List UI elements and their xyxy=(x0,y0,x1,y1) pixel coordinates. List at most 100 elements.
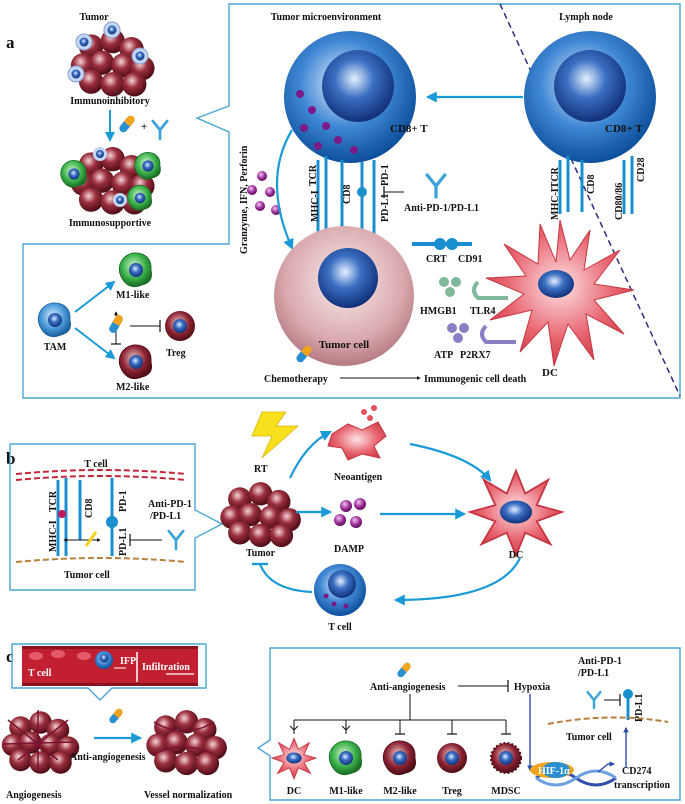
cd8-t-cell-right xyxy=(524,31,656,163)
mhc-label-left: MHC-I xyxy=(310,190,321,222)
treg-label-a: Treg xyxy=(166,348,186,359)
b-t-cell-label2: T cell xyxy=(328,622,352,633)
dendritic-cell-a xyxy=(485,219,635,367)
tumor-cell-membrane xyxy=(15,557,187,563)
cd8-t-label-right: CD8+ T xyxy=(605,123,643,135)
pd1-pdl1-junction xyxy=(357,187,367,197)
b-tumor-cell-label: Tumor cell xyxy=(64,570,110,581)
arrow-dc-tcell xyxy=(393,557,521,606)
c-right-pill-icon xyxy=(395,661,413,679)
cd80-label: CD80/86 xyxy=(614,183,625,220)
m1-like-cell xyxy=(118,252,153,288)
tumor-cluster-immunoinhibitory xyxy=(67,21,155,97)
c-anti-angio-label: Anti-angiogenesis xyxy=(70,752,146,763)
c-cell-labels: DC M1-like M2-like Treg MDSC xyxy=(287,786,521,797)
b-anti-pd1-label-1: Anti-PD-1 xyxy=(148,499,192,510)
panel-b-letter: b xyxy=(6,449,15,468)
hypoxia-label: Hypoxia xyxy=(514,682,550,693)
cd8-t-cell-left xyxy=(284,31,416,163)
cd274-label-1: CD274 xyxy=(622,766,651,777)
cd8-label-left: CD8 xyxy=(342,185,353,204)
tumor-cluster-immunosupportive xyxy=(60,146,161,215)
c-mdsc-cell xyxy=(490,742,522,774)
panel-c-letter: c xyxy=(6,647,14,666)
c-cell-label: M2-like xyxy=(383,786,417,797)
antibody-icon xyxy=(151,119,169,141)
panel-b: b T cell Tumor cell TCR CD8 MHC-I PD-1 P… xyxy=(6,405,564,633)
b-tcr-label: TCR xyxy=(48,490,59,512)
tam-cell xyxy=(37,302,72,338)
tcr-label-left: TCR xyxy=(308,164,319,186)
c-cell-label: M1-like xyxy=(329,786,363,797)
vessel-inset-frame xyxy=(11,643,207,701)
dc-label-a: DC xyxy=(542,367,558,379)
damp-label: DAMP xyxy=(334,544,364,555)
panel-b-inset-frame xyxy=(9,443,224,591)
cd8-t-label-left: CD8+ T xyxy=(390,123,428,135)
atp-p2rx7-link xyxy=(447,323,516,344)
receptors-right xyxy=(558,156,634,214)
immunosupportive-label: Immunosupportive xyxy=(69,218,152,229)
panel-a: a Tumor Immunoinhibitory + Immunosupport… xyxy=(6,3,681,399)
c-anti-angio-label2: Anti-angiogenesis xyxy=(370,682,446,693)
b-t-cell-label: T cell xyxy=(84,459,108,470)
anti-pd1-antibody-icon xyxy=(425,173,447,199)
c-tumor-cell-label: Tumor cell xyxy=(566,732,612,743)
cd28-label: CD28 xyxy=(636,158,647,182)
immunoinhibitory-label: Immunoinhibitory xyxy=(70,96,149,107)
b-dc-label: DC xyxy=(509,550,523,561)
b-anti-pd1-label-2: /PD-L1 xyxy=(149,511,181,522)
arrow-granzyme-to-tumor xyxy=(275,129,294,251)
treg-cell-a xyxy=(165,311,195,341)
b-mhc-label: MHC-I xyxy=(48,520,59,552)
tme-title: Tumor microenvironment xyxy=(271,12,382,23)
arrow-neoantigen-dc xyxy=(409,442,492,482)
c-cell-label: Treg xyxy=(442,786,462,797)
c-pdl1-label: PD-L1 xyxy=(634,694,645,722)
c-antibody-icon xyxy=(586,690,602,710)
neoantigen-label: Neoantigen xyxy=(334,472,383,483)
tam-pill-icon xyxy=(107,313,125,335)
pdl1-label-left: PD-L1 xyxy=(380,194,391,222)
lymph-node-boundary xyxy=(499,3,681,397)
vessel-normalization-label: Vessel normalization xyxy=(144,790,233,801)
m1-label: M1-like xyxy=(116,290,150,301)
arrow-tam-m1 xyxy=(74,280,116,313)
cd8-label-right: CD8 xyxy=(586,175,597,194)
b-tumor-label: Tumor xyxy=(246,548,276,559)
neoantigen-shape xyxy=(327,405,387,461)
receptors-left xyxy=(316,156,376,240)
b-antibody-icon xyxy=(167,529,185,551)
panel-a-letter: a xyxy=(6,33,15,52)
mhc-tcr-label-right: MHC-ITCR xyxy=(550,166,561,220)
c-cell-label: DC xyxy=(287,786,301,797)
panel-c: c T cell IFP Infiltration Angiogenesis A… xyxy=(1,643,681,801)
hmgb1-label: HMGB1 xyxy=(420,306,457,317)
atp-label: ATP xyxy=(434,350,453,361)
c-cell-label: MDSC xyxy=(491,786,520,797)
crt-label: CRT xyxy=(426,254,447,265)
b-pdl1-label: PD-L1 xyxy=(118,528,129,556)
b-t-cell xyxy=(314,564,366,616)
panel-c-right-frame xyxy=(256,647,681,801)
pd1-label-left: PD-1 xyxy=(380,164,391,186)
cd91-label: CD91 xyxy=(458,254,482,265)
panel-a-frame xyxy=(22,3,681,399)
arrow-tcell-tumor xyxy=(258,563,313,594)
c-anti-pd1-label-2: /PD-L1 xyxy=(577,668,609,679)
rt-bolt-icon xyxy=(251,411,300,459)
cell-tree-lines xyxy=(293,694,507,734)
angiogenesis-cluster xyxy=(1,710,80,774)
damp-dots xyxy=(334,498,366,528)
cd274-label-2: transcription xyxy=(614,780,671,791)
tam-label: TAM xyxy=(44,342,67,353)
tlr4-label: TLR4 xyxy=(470,306,496,317)
c-treg-cell xyxy=(437,743,467,773)
b-cd8-label: CD8 xyxy=(84,499,95,518)
c-anti-pd1-label-1: Anti-PD-1 xyxy=(578,656,622,667)
vessel-t-cell-label: T cell xyxy=(28,668,52,679)
tumor-cell-label-a: Tumor cell xyxy=(319,339,369,351)
t-cell-membrane xyxy=(15,469,187,475)
b-pd1-label: PD-1 xyxy=(118,490,129,512)
p2rx7-label: P2RX7 xyxy=(460,350,491,361)
